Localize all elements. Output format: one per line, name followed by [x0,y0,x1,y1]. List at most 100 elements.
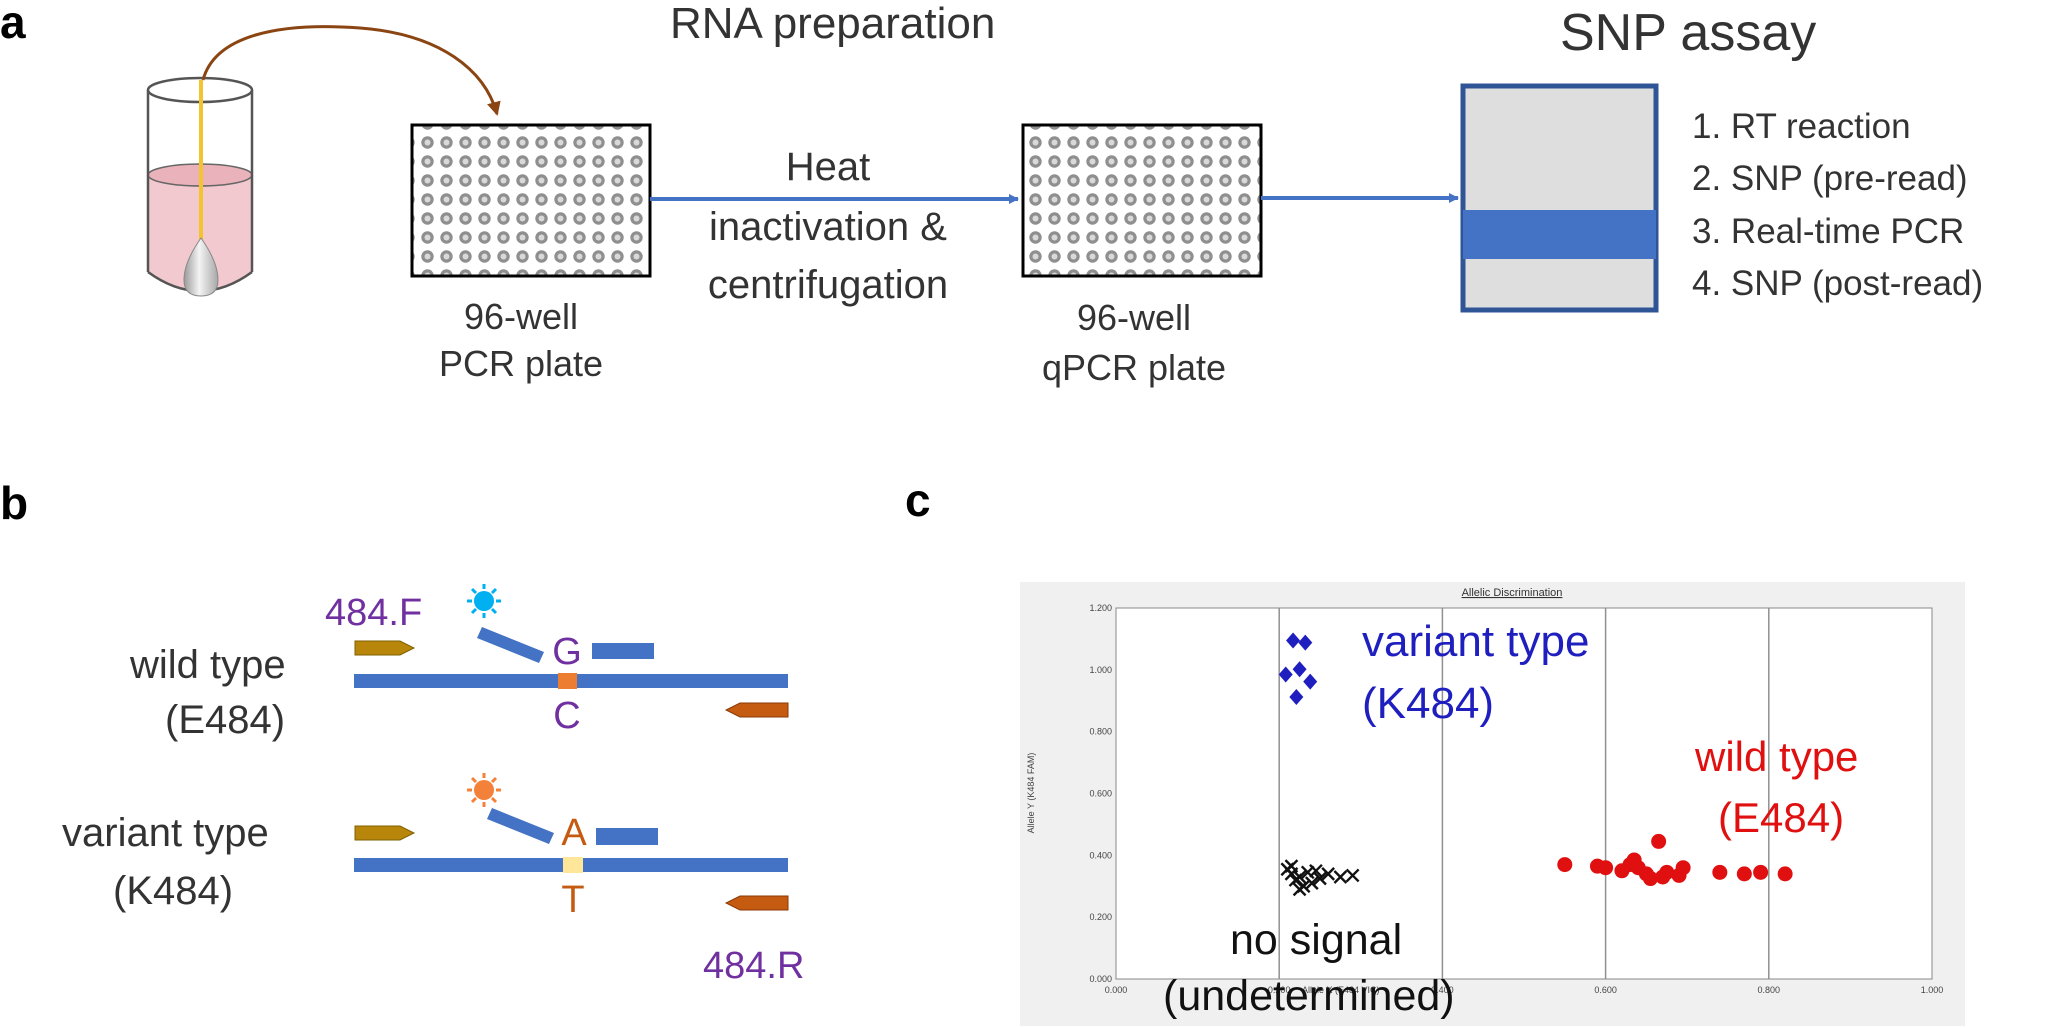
variant-template-base: T [561,879,584,921]
variant-forward-primer-arrow [354,825,416,841]
wild-point [1712,864,1728,880]
variant-point [1303,673,1318,690]
no-signal-label-line1: no signal [1230,916,1402,964]
x-tick-label: 0.600 [1594,985,1617,995]
wild-cluster-label-line1: wild type [1694,733,1858,780]
panel-label-c: c [905,474,931,526]
qpcr-plate-label-line2: qPCR plate [1042,347,1226,388]
no-signal-label-line2: (undetermined) [1163,972,1455,1020]
wild-point [1598,860,1614,876]
wild-cluster-label-line2: (E484) [1718,794,1844,841]
swab-tip [183,237,219,297]
wild-snp-mark [558,673,577,689]
variant-type-label-line2: (K484) [113,869,233,913]
variant-point [1286,632,1301,649]
wild-type-label-line2: (E484) [165,698,285,742]
x-tick-label: 0.800 [1758,985,1781,995]
pcr-plate-label-line1: 96-well [464,296,578,337]
no-signal-point [1292,882,1307,897]
step-3: 3. Real-time PCR [1692,212,1964,251]
heat-label-line1: Heat [786,145,871,189]
wild-point [1736,866,1752,882]
wild-template-base: C [553,695,580,737]
wild-dye-icon [467,584,501,618]
no-signal-point [1304,876,1319,891]
panel-label-b: b [0,477,28,529]
step-2: 2. SNP (pre-read) [1692,159,1968,198]
grid-layer [1278,608,1770,979]
heat-label-line3: centrifugation [708,263,948,307]
no-signal-point [1292,870,1307,884]
x-axis-label: Allele X (E484 VIC) [1302,985,1380,995]
transfer-arrow [201,25,501,116]
sample-tube [146,76,254,297]
wild-point [1642,871,1658,887]
reverse-primer-label: 484.R [703,945,804,987]
y-tick-label: 1.200 [1089,603,1112,613]
wild-point [1675,860,1691,876]
qpcr-plate-label-line1: 96-well [1077,297,1191,338]
y-tick-label: 1.000 [1089,665,1112,675]
chart-title: Allelic Discrimination [1462,587,1563,599]
wild-point [1557,857,1573,873]
machine-band [1463,210,1656,259]
y-tick-label: 0.000 [1089,974,1112,984]
forward-primer-label: 484.F [325,592,422,634]
wild-forward-primer-arrow [354,640,416,656]
panel-b: 484.F wild type (E484) G C variant type … [62,584,804,987]
snp-assay-title: SNP assay [1560,4,1816,62]
variant-probe-left [487,808,554,844]
variant-type-label-line1: variant type [62,811,269,855]
data-points [1278,632,1793,897]
step-1: 1. RT reaction [1692,107,1911,146]
variant-point [1278,666,1293,683]
y-axis-label: Allele Y (K484 FAM) [1026,753,1036,834]
variant-point [1292,661,1307,678]
no-signal-point [1309,863,1323,878]
variant-dye-icon [467,773,501,807]
y-tick-label: 0.800 [1089,727,1112,737]
y-tick-label: 0.200 [1089,912,1112,922]
rna-preparation-title: RNA preparation [670,0,995,48]
heat-label-line2: inactivation & [709,205,947,249]
variant-snp-mark [563,857,583,873]
x-tick-label: 0.000 [1105,985,1128,995]
variant-reverse-primer-arrow [724,895,789,911]
wild-probe-base: G [552,631,582,673]
x-tick-label: 0.400 [1431,985,1454,995]
variant-probe-base: A [561,812,587,854]
step-4: 4. SNP (post-read) [1692,264,1983,303]
variant-probe-right [596,828,658,845]
wild-reverse-primer-arrow [724,702,789,718]
variant-point [1289,689,1304,706]
wild-type-label-line1: wild type [129,643,286,687]
wild-point [1753,864,1769,880]
no-signal-point [1345,868,1360,883]
wild-point [1659,864,1675,880]
wild-probe-left [477,627,544,663]
variant-point [1298,634,1313,651]
variant-cluster-label-line2: (K484) [1362,679,1494,728]
wild-point [1777,866,1793,882]
x-tick-label: 1.000 [1921,985,1944,995]
no-signal-point [1321,867,1336,881]
panel-label-a: a [0,0,26,48]
x-tick-label: 0.200 [1268,985,1291,995]
no-signal-point [1284,859,1299,874]
variant-cluster-label-line1: variant type [1362,617,1589,666]
no-signal-point [1313,871,1327,886]
panel-a: RNA preparation SNP assay 96-well PCR pl… [146,0,1983,388]
pcr-plate [410,123,652,278]
pcr-plate-label-line2: PCR plate [439,343,603,384]
wild-point [1651,833,1667,849]
y-tick-label: 0.600 [1089,789,1112,799]
qpcr-machine [1460,83,1659,313]
wild-probe-right [592,643,654,659]
qpcr-plate [1021,123,1263,278]
tick-labels: 0.000 0.200 0.400 0.600 0.800 1.000 0.000 0.200… [1089,603,1943,995]
no-signal-point [1333,870,1348,884]
plot-area [1115,607,1933,980]
y-tick-label: 0.400 [1089,850,1112,860]
